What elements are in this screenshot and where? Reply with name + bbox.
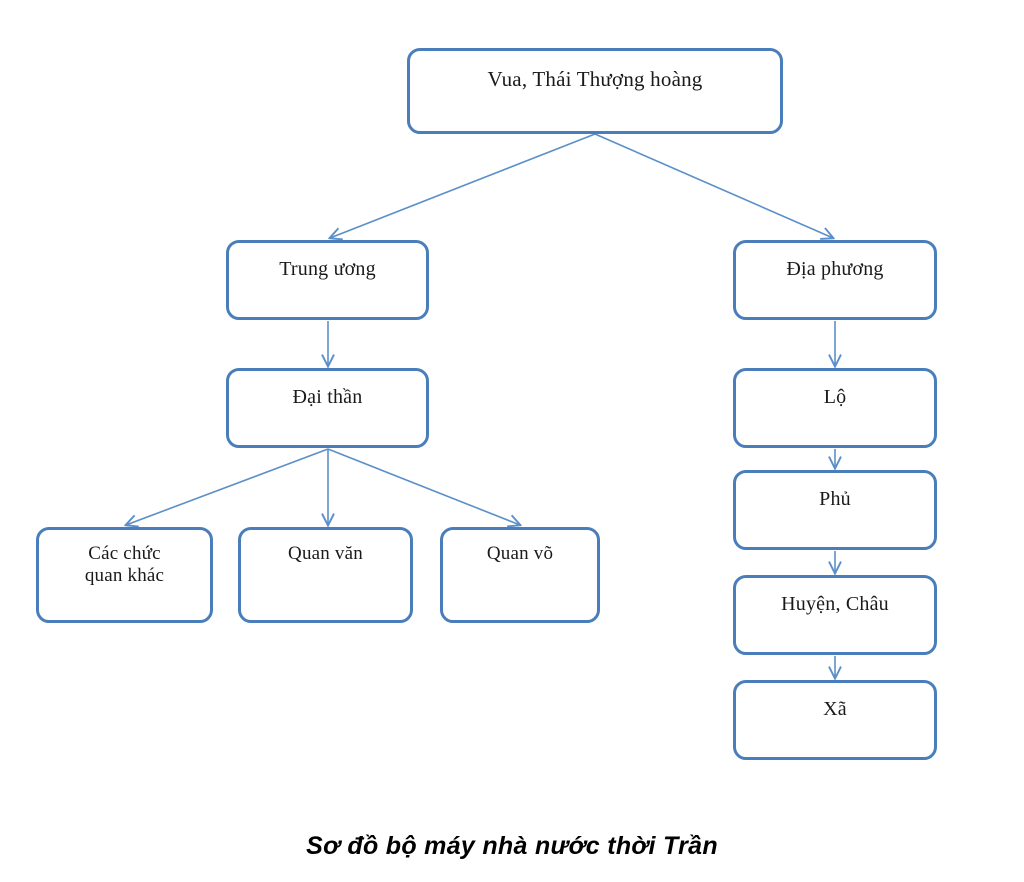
- node-vua-thai-thuong-hoang[interactable]: Vua, Thái Thượng hoàng: [407, 48, 783, 134]
- node-label: Đại thần: [292, 386, 363, 408]
- node-lo[interactable]: Lộ: [733, 368, 937, 448]
- node-label: Quan văn: [288, 543, 363, 564]
- node-dia-phuong[interactable]: Địa phương: [733, 240, 937, 320]
- node-quan-van[interactable]: Quan văn: [238, 527, 413, 623]
- node-label: Trung ương: [279, 258, 376, 280]
- node-phu[interactable]: Phủ: [733, 470, 937, 550]
- node-dai-than[interactable]: Đại thần: [226, 368, 429, 448]
- node-quan-vo[interactable]: Quan võ: [440, 527, 600, 623]
- edge-root-to-dia-phuong: [594, 133, 833, 238]
- diagram-caption: Sơ đồ bộ máy nhà nước thời Trần: [306, 832, 718, 860]
- node-cac-chuc-quan-khac[interactable]: Các chức quan khác: [36, 527, 213, 623]
- node-huyen-chau[interactable]: Huyện, Châu: [733, 575, 937, 655]
- node-trung-uong[interactable]: Trung ương: [226, 240, 429, 320]
- edge-dai-than-to-cac-chuc-quan-khac: [126, 448, 329, 525]
- node-label: Huyện, Châu: [781, 593, 889, 615]
- node-label: Các chức quan khác: [84, 543, 165, 587]
- edge-root-to-trung-uong: [330, 133, 596, 238]
- node-label: Lộ: [823, 386, 847, 408]
- node-label: Xã: [823, 698, 847, 720]
- node-label: Quan võ: [486, 543, 554, 564]
- edge-dai-than-to-quan-vo: [327, 448, 520, 525]
- node-xa[interactable]: Xã: [733, 680, 937, 760]
- node-label: Địa phương: [786, 258, 884, 280]
- node-label: Vua, Thái Thượng hoàng: [487, 67, 703, 91]
- node-label: Phủ: [819, 488, 851, 510]
